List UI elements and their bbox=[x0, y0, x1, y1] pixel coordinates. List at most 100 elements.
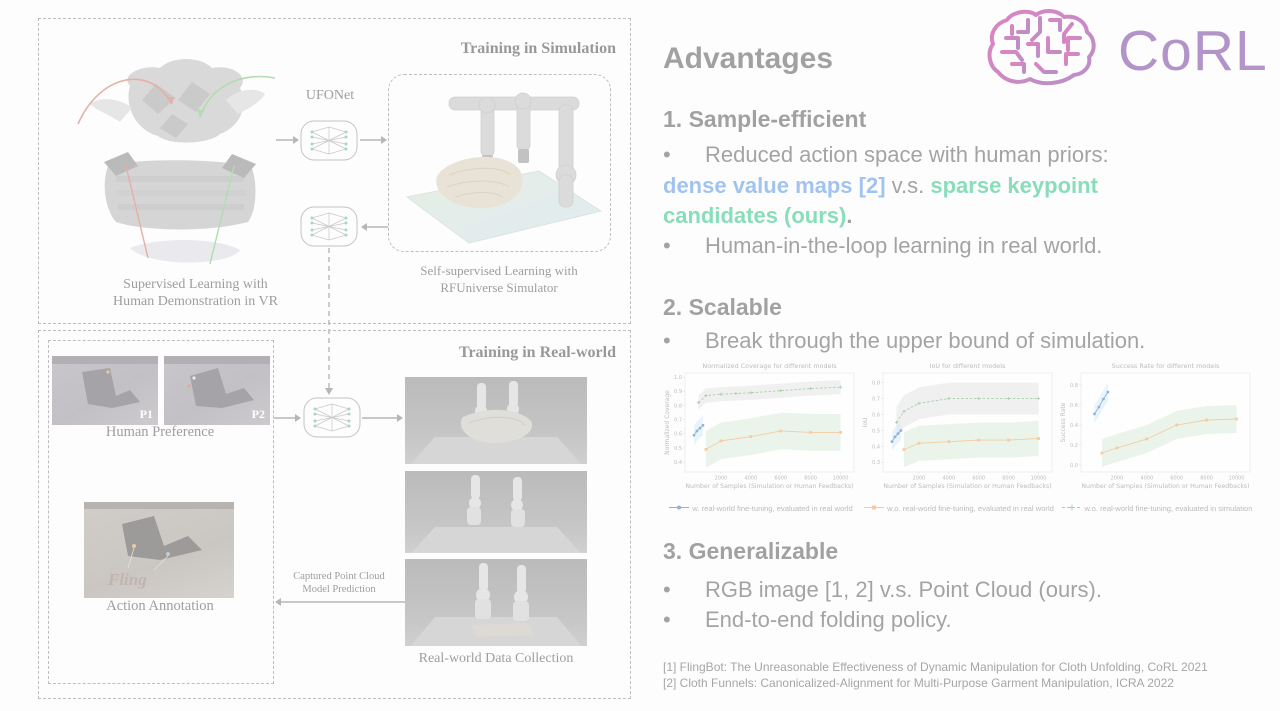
svg-text:Success Rate for different mod: Success Rate for different models bbox=[1112, 362, 1220, 370]
bullet-char: • bbox=[663, 607, 671, 632]
svg-text:8000: 8000 bbox=[804, 476, 817, 482]
annotated-cloth-illustration bbox=[84, 502, 234, 571]
svg-text:2000: 2000 bbox=[913, 476, 926, 482]
svg-text:0.4: 0.4 bbox=[872, 444, 880, 450]
reference-1: [1] FlingBot: The Unreasonable Effective… bbox=[663, 660, 1208, 674]
legend-marker-green bbox=[1061, 503, 1082, 514]
robot-scene-illustration bbox=[411, 475, 581, 553]
dense-value-maps-phrase: dense value maps [2] bbox=[663, 173, 886, 198]
svg-text:0.0: 0.0 bbox=[1070, 463, 1078, 469]
prediction-arrow-label: Captured Point Cloud Model Prediction bbox=[293, 571, 385, 595]
svg-text:0.5: 0.5 bbox=[872, 428, 880, 434]
svg-text:Number of Samples (Simulation: Number of Samples (Simulation or Human F… bbox=[685, 483, 853, 490]
corl-logo-text: CoRL bbox=[1118, 19, 1268, 83]
svg-text:0.6: 0.6 bbox=[1070, 403, 1078, 409]
section-heading-scalable: 2. Scalable bbox=[663, 294, 782, 320]
legend-entry-nofinetune-sim: w.o. real-world fine-tuning, evaluated i… bbox=[1059, 503, 1255, 514]
svg-text:IoU: IoU bbox=[862, 418, 869, 428]
simulation-training-box bbox=[38, 18, 631, 324]
svg-text:6000: 6000 bbox=[774, 476, 787, 482]
action-annotation-image: Fling bbox=[84, 502, 234, 598]
candidates-ours-phrase: candidates (ours) bbox=[663, 203, 847, 228]
arrow-right-icon bbox=[274, 414, 301, 422]
arrow-right-icon bbox=[362, 414, 403, 422]
simulation-title: Training in Simulation bbox=[460, 40, 616, 57]
bullet-rgb-vs-pointcloud: • RGB image [1, 2] v.s. Point Cloud (our… bbox=[663, 577, 1102, 602]
comparison-line-2: candidates (ours). bbox=[663, 203, 853, 229]
svg-text:1.0: 1.0 bbox=[674, 375, 682, 381]
svg-text:0.9: 0.9 bbox=[674, 389, 682, 395]
legend-entry-nofinetune-real: w.o. real-world fine-tuning, evaluated i… bbox=[861, 503, 1057, 514]
legend-marker-orange bbox=[864, 503, 885, 514]
preference-caption: Human Preference bbox=[105, 424, 215, 440]
reference-2: [2] Cloth Funnels: Canonicalized-Alignme… bbox=[663, 676, 1174, 690]
svg-text:10000: 10000 bbox=[1229, 476, 1245, 482]
bullet-human-in-the-loop: • Human-in-the-loop learning in real wor… bbox=[663, 233, 1103, 258]
svg-text:0.7: 0.7 bbox=[674, 417, 682, 423]
comparison-line-1: dense value maps [2] v.s. sparse keypoin… bbox=[663, 173, 1098, 199]
svg-text:0.4: 0.4 bbox=[674, 460, 682, 466]
section-heading-generalizable: 3. Generalizable bbox=[663, 538, 839, 564]
svg-text:2000: 2000 bbox=[1111, 476, 1124, 482]
svg-text:10000: 10000 bbox=[833, 476, 849, 482]
realworld-image-3 bbox=[405, 559, 587, 646]
bullet-break-through: • Break through the upper bound of simul… bbox=[663, 328, 1146, 353]
svg-text:0.7: 0.7 bbox=[872, 396, 880, 402]
bullet-reduced-action-space: • Reduced action space with human priors… bbox=[663, 142, 1109, 167]
simulator-scene-box bbox=[388, 74, 611, 252]
cloth-state-illustration bbox=[52, 356, 158, 408]
svg-text:0.8: 0.8 bbox=[1070, 383, 1078, 389]
svg-text:0.8: 0.8 bbox=[872, 380, 880, 386]
svg-text:6000: 6000 bbox=[972, 476, 985, 482]
annotation-caption: Action Annotation bbox=[106, 598, 214, 614]
svg-text:4000: 4000 bbox=[1140, 476, 1153, 482]
bullet-char: • bbox=[663, 328, 671, 353]
bullet-char: • bbox=[663, 142, 671, 167]
p2-label: P2 bbox=[251, 407, 265, 421]
bullet-end-to-end: • End-to-end folding policy. bbox=[663, 607, 952, 632]
svg-text:IoU for different models: IoU for different models bbox=[930, 362, 1006, 370]
svg-text:10000: 10000 bbox=[1031, 476, 1047, 482]
arrow-right-icon bbox=[360, 136, 387, 144]
preference-image-p1: P1 bbox=[52, 356, 158, 425]
svg-text:8000: 8000 bbox=[1200, 476, 1213, 482]
svg-text:0.2: 0.2 bbox=[1070, 443, 1078, 449]
svg-text:Normalized Coverage: Normalized Coverage bbox=[664, 390, 671, 455]
svg-text:4000: 4000 bbox=[744, 476, 757, 482]
period: . bbox=[846, 203, 853, 228]
robot-scene-illustration bbox=[411, 381, 581, 464]
svg-text:8000: 8000 bbox=[1002, 476, 1015, 482]
collection-caption: Real-world Data Collection bbox=[418, 651, 574, 666]
svg-text:2000: 2000 bbox=[715, 476, 728, 482]
corl-brain-logo-icon bbox=[987, 9, 1096, 86]
svg-text:Number of Samples (Simulation: Number of Samples (Simulation or Human F… bbox=[1081, 483, 1249, 490]
sparse-keypoint-phrase: sparse keypoint bbox=[930, 173, 1098, 198]
dashed-connector-arrow-down bbox=[325, 248, 333, 395]
legend-entry-finetuned-real: w. real-world fine-tuning, evaluated in … bbox=[663, 503, 859, 514]
svg-text:4000: 4000 bbox=[942, 476, 955, 482]
svg-text:0.5: 0.5 bbox=[674, 446, 682, 452]
vs-text: v.s. bbox=[885, 173, 931, 198]
cloth-state-illustration bbox=[164, 356, 270, 408]
arrow-right-icon bbox=[276, 136, 299, 144]
preference-image-p2: P2 bbox=[164, 356, 270, 425]
realworld-title: Training in Real-world bbox=[458, 344, 616, 361]
legend-marker-blue bbox=[669, 503, 690, 514]
bullet-char: • bbox=[663, 577, 671, 602]
section-heading-sample-efficient: 1. Sample-efficient bbox=[663, 106, 867, 132]
ufonet-label: UFONet bbox=[305, 88, 355, 103]
svg-text:Success Rate: Success Rate bbox=[1060, 402, 1067, 442]
neural-network-icon bbox=[303, 397, 361, 438]
realworld-image-2 bbox=[405, 471, 587, 553]
svg-text:0.8: 0.8 bbox=[674, 403, 682, 409]
page-title: Advantages bbox=[663, 42, 834, 75]
human-feedback-box bbox=[48, 340, 274, 684]
references: [1] FlingBot: The Unreasonable Effective… bbox=[663, 659, 1263, 691]
fling-action-label: Fling bbox=[108, 570, 147, 589]
bullet-char: • bbox=[663, 233, 671, 258]
p1-label: P1 bbox=[139, 407, 153, 421]
svg-text:0.6: 0.6 bbox=[674, 432, 682, 438]
svg-text:Number of Samples (Simulation: Number of Samples (Simulation or Human F… bbox=[883, 483, 1051, 490]
